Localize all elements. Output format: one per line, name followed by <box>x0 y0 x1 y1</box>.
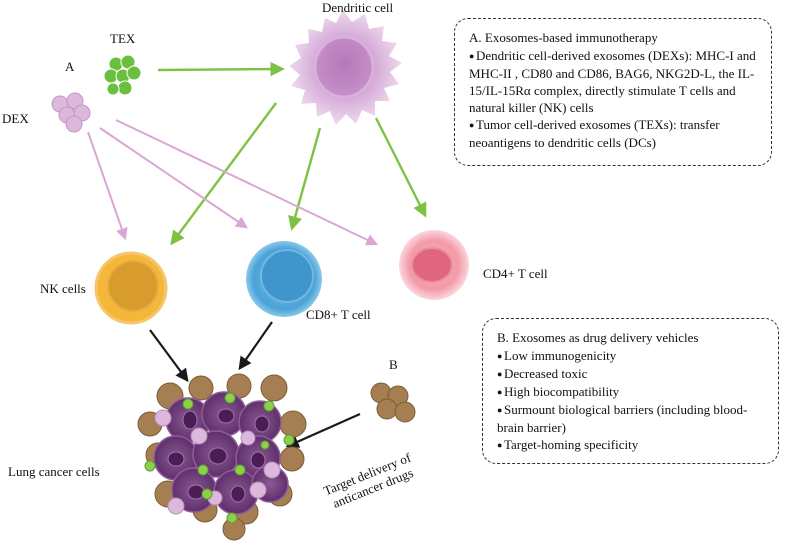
arrow-nk-to-tumor <box>149 329 189 383</box>
dex-label: DEX <box>2 111 29 126</box>
bullet-icon: ● <box>497 387 503 397</box>
bullet-icon: ● <box>497 351 503 361</box>
bullet-icon: ● <box>497 405 503 415</box>
pink-arrows <box>87 119 379 246</box>
arrow-cd8-to-tumor <box>238 321 273 371</box>
arrow-dex-to-cd4 <box>115 119 379 246</box>
tex-label: TEX <box>110 31 136 46</box>
list-item: ●Target-homing specificity <box>497 436 766 454</box>
drug-delivery-box-title: B. Exosomes as drug delivery vehicles <box>497 330 699 345</box>
immunotherapy-box-title: A. Exosomes-based immunotherapy <box>469 30 658 45</box>
list-item: ●Decreased toxic <box>497 365 766 383</box>
list-item-text: Low immunogenicity <box>504 348 617 363</box>
list-item-text: Target-homing specificity <box>504 437 639 452</box>
lung-cancer-cells-label: Lung cancer cells <box>8 464 100 479</box>
immunotherapy-list: ●Dendritic cell-derived exosomes (DEXs):… <box>469 47 759 151</box>
arrow-drug-to-tumor <box>285 412 361 448</box>
dex-cluster-icon <box>51 92 91 133</box>
arrow-dex-to-nk <box>87 131 128 241</box>
tex-cluster-icon <box>103 54 142 96</box>
list-item: ●High biocompatibility <box>497 383 766 401</box>
marker-b-label: B <box>389 357 398 372</box>
arrow-dc-to-nk <box>170 102 277 246</box>
bullet-icon: ● <box>497 440 503 450</box>
drug-delivery-list: ●Low immunogenicity ●Decreased toxic ●Hi… <box>497 347 766 454</box>
drug-exosome-cluster-icon <box>370 382 416 423</box>
marker-a-label: A <box>65 59 75 74</box>
lung-cancer-cluster-icon <box>137 373 307 541</box>
arrow-dex-to-cd8 <box>99 127 248 229</box>
bullet-icon: ● <box>469 51 475 61</box>
arrow-dc-to-cd8 <box>288 127 322 231</box>
nk-cells-label: NK cells <box>40 281 86 296</box>
cd8-t-cell-label: CD8+ T cell <box>306 307 371 322</box>
drug-delivery-box: B. Exosomes as drug delivery vehicles ●L… <box>482 318 779 464</box>
cd8-t-cell-icon <box>246 241 322 317</box>
arrow-dc-to-cd4 <box>374 117 427 218</box>
cd4-t-cell-label: CD4+ T cell <box>483 266 548 281</box>
arrow-tex-to-dc <box>157 61 285 77</box>
immunotherapy-box: A. Exosomes-based immunotherapy ●Dendrit… <box>454 18 772 166</box>
list-item-text: Surmount biological barriers (including … <box>497 402 748 435</box>
black-arrows <box>149 321 361 448</box>
list-item-text: Decreased toxic <box>504 366 588 381</box>
cd4-t-cell-icon <box>399 230 469 300</box>
bullet-icon: ● <box>497 369 503 379</box>
list-item: ●Surmount biological barriers (including… <box>497 401 766 436</box>
green-arrows <box>157 61 427 246</box>
nk-cell-icon <box>94 251 168 325</box>
list-item: ●Dendritic cell-derived exosomes (DEXs):… <box>469 47 759 116</box>
dendritic-cell-label: Dendritic cell <box>322 0 394 15</box>
list-item-text: Tumor cell-derived exosomes (TEXs): tran… <box>469 117 720 150</box>
list-item: ●Low immunogenicity <box>497 347 766 365</box>
bullet-icon: ● <box>469 120 475 130</box>
dendritic-cell-icon <box>289 10 402 125</box>
list-item-text: High biocompatibility <box>504 384 620 399</box>
list-item: ●Tumor cell-derived exosomes (TEXs): tra… <box>469 116 759 151</box>
list-item-text: Dendritic cell-derived exosomes (DEXs): … <box>469 48 756 115</box>
